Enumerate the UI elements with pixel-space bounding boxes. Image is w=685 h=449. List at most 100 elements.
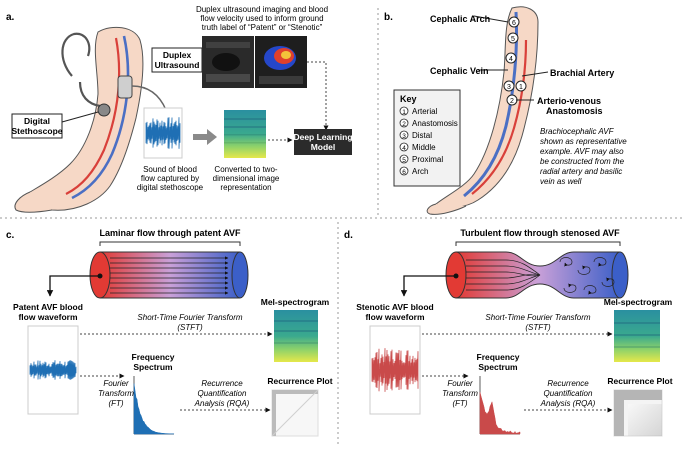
patent-ft-line2: Transform bbox=[98, 389, 134, 398]
key-number-circle bbox=[399, 142, 409, 152]
digital-stethoscope-line1: Digital bbox=[24, 116, 50, 126]
turbulent-flow-line bbox=[466, 274, 541, 291]
stenotic-freq-line2: Spectrum bbox=[478, 362, 518, 372]
deep-learning-model-box bbox=[294, 129, 352, 155]
ultrasound-caption-line3: truth label of “Patent” or “Stenotic” bbox=[202, 23, 323, 32]
svg-text:3: 3 bbox=[507, 84, 511, 91]
key-number: 6 bbox=[402, 169, 406, 176]
patent-freq-line1: Frequency bbox=[132, 352, 175, 362]
converted-caption-line1: Converted to two- bbox=[214, 165, 277, 174]
patent-vessel-diagram bbox=[89, 251, 249, 299]
cephalic-arch-label: Cephalic Arch bbox=[430, 14, 490, 24]
key-number-circle bbox=[399, 118, 409, 128]
waveform-trace bbox=[29, 360, 77, 380]
stenosed-vessel-diagram bbox=[445, 251, 629, 299]
stethoscope-pointer bbox=[61, 111, 99, 123]
turbulent-eddy bbox=[583, 285, 597, 295]
duplex-ultrasound-box bbox=[151, 47, 203, 73]
key-number-circle bbox=[399, 166, 409, 176]
key-number: 5 bbox=[402, 157, 406, 164]
avf-note-line: shown as representative bbox=[540, 137, 627, 146]
stenotic-ft-line2: Transform bbox=[442, 389, 478, 398]
digital-stethoscope-line2: Stethoscope bbox=[11, 126, 62, 136]
avf-note-line: vein as well bbox=[540, 177, 582, 186]
laminar-brace bbox=[99, 241, 241, 246]
convert-arrow bbox=[193, 129, 217, 145]
patent-freq-line2: Spectrum bbox=[133, 362, 173, 372]
key-number: 4 bbox=[402, 145, 406, 152]
ultrasound-to-model-arrow bbox=[307, 61, 329, 131]
panel-label-a: a. bbox=[6, 12, 15, 23]
panel-label-d: d. bbox=[344, 230, 353, 241]
stenotic-rp-title: Recurrence Plot bbox=[607, 376, 672, 386]
anastomosis-label-line2: Anastomosis bbox=[546, 106, 603, 116]
panel-label-b: b. bbox=[384, 12, 393, 23]
ultrasound-probe-icon bbox=[117, 75, 167, 111]
ultrasound-caption-line1: Duplex ultrasound imaging and blood bbox=[196, 5, 328, 14]
sound-caption-line3: digital stethoscope bbox=[137, 183, 204, 192]
spectrum-area bbox=[479, 392, 521, 435]
stenotic-recurrence-plot bbox=[613, 389, 663, 437]
converted-caption-line3: representation bbox=[220, 183, 271, 192]
sound-caption-line1: Sound of blood bbox=[143, 165, 197, 174]
stenotic-rqa-line3: Analysis (RQA) bbox=[540, 399, 596, 408]
anastomosis-label-line1: Arterio-venous bbox=[537, 96, 601, 106]
patent-waveform bbox=[29, 360, 77, 380]
sound-waveform bbox=[145, 117, 181, 149]
turbulent-flow-line bbox=[466, 265, 541, 276]
turbulent-title: Turbulent flow through stenosed AVF bbox=[460, 228, 620, 238]
key-item-label: Arch bbox=[412, 167, 428, 176]
patent-vessel-to-waveform-arrow bbox=[46, 275, 100, 297]
key-item-label: Middle bbox=[412, 143, 436, 152]
stenotic-stft-line2: (STFT) bbox=[525, 323, 551, 332]
cephalic-vein-label: Cephalic Vein bbox=[430, 66, 489, 76]
key-item-label: Anastomosis bbox=[412, 119, 458, 128]
avf-note-line: be constructed from the bbox=[540, 157, 625, 166]
stenotic-ft-line1: Fourier bbox=[447, 379, 473, 388]
model-label-line2: Model bbox=[311, 142, 336, 152]
stenotic-freq-line1: Frequency bbox=[477, 352, 520, 362]
vessel-markers: 6 5 4 3 1 2 bbox=[503, 16, 527, 106]
svg-text:2: 2 bbox=[510, 98, 514, 105]
sound-caption-line2: flow captured by bbox=[141, 174, 199, 183]
patent-rqa-line3: Analysis (RQA) bbox=[194, 399, 250, 408]
cephalic-arch-pointer bbox=[473, 15, 509, 23]
spectrogram-image bbox=[224, 110, 266, 158]
avf-note-line: example. AVF may also bbox=[540, 147, 624, 156]
turbulent-flow-line bbox=[466, 273, 541, 279]
key-item-label: Arterial bbox=[412, 107, 438, 116]
patent-stft-line1: Short-Time Fourier Transform bbox=[137, 313, 242, 322]
turbulent-eddy bbox=[577, 265, 591, 275]
stenotic-mel-texture bbox=[614, 322, 660, 348]
waveform-trace bbox=[145, 117, 181, 149]
spectrogram-texture bbox=[224, 118, 266, 144]
key-number: 3 bbox=[402, 133, 406, 140]
patent-mel-spectrogram bbox=[274, 310, 318, 362]
stenotic-rqa-line1: Recurrence bbox=[547, 379, 589, 388]
turbulent-brace bbox=[455, 241, 621, 246]
stethoscope-icon bbox=[61, 32, 111, 117]
waveform-trace bbox=[371, 348, 419, 392]
patent-ft-line1: Fourier bbox=[103, 379, 129, 388]
duplex-ultrasound-line1: Duplex bbox=[163, 50, 192, 60]
patent-vessel-dot bbox=[97, 273, 103, 279]
brachial-artery-pointer bbox=[521, 71, 549, 77]
key-title: Key bbox=[400, 94, 417, 104]
key-number-circle bbox=[399, 130, 409, 140]
svg-text:4: 4 bbox=[509, 56, 513, 63]
turbulent-flow-line bbox=[466, 271, 541, 277]
stenotic-frequency-spectrum bbox=[479, 376, 521, 435]
stenotic-waveform-label-line2: flow waveform bbox=[365, 312, 424, 322]
converted-caption-line2: dimensional image bbox=[213, 174, 280, 183]
turbulent-flow-line bbox=[466, 259, 541, 276]
turbulent-eddy bbox=[601, 277, 615, 287]
spectrum-area bbox=[133, 383, 175, 435]
ultrasound-image bbox=[202, 36, 254, 88]
turbulent-flow-line bbox=[466, 274, 541, 285]
patent-mel-texture bbox=[274, 320, 318, 344]
stenotic-rqa-line2: Quantification bbox=[544, 389, 593, 398]
stenotic-mel-title: Mel-spectrogram bbox=[604, 297, 673, 307]
